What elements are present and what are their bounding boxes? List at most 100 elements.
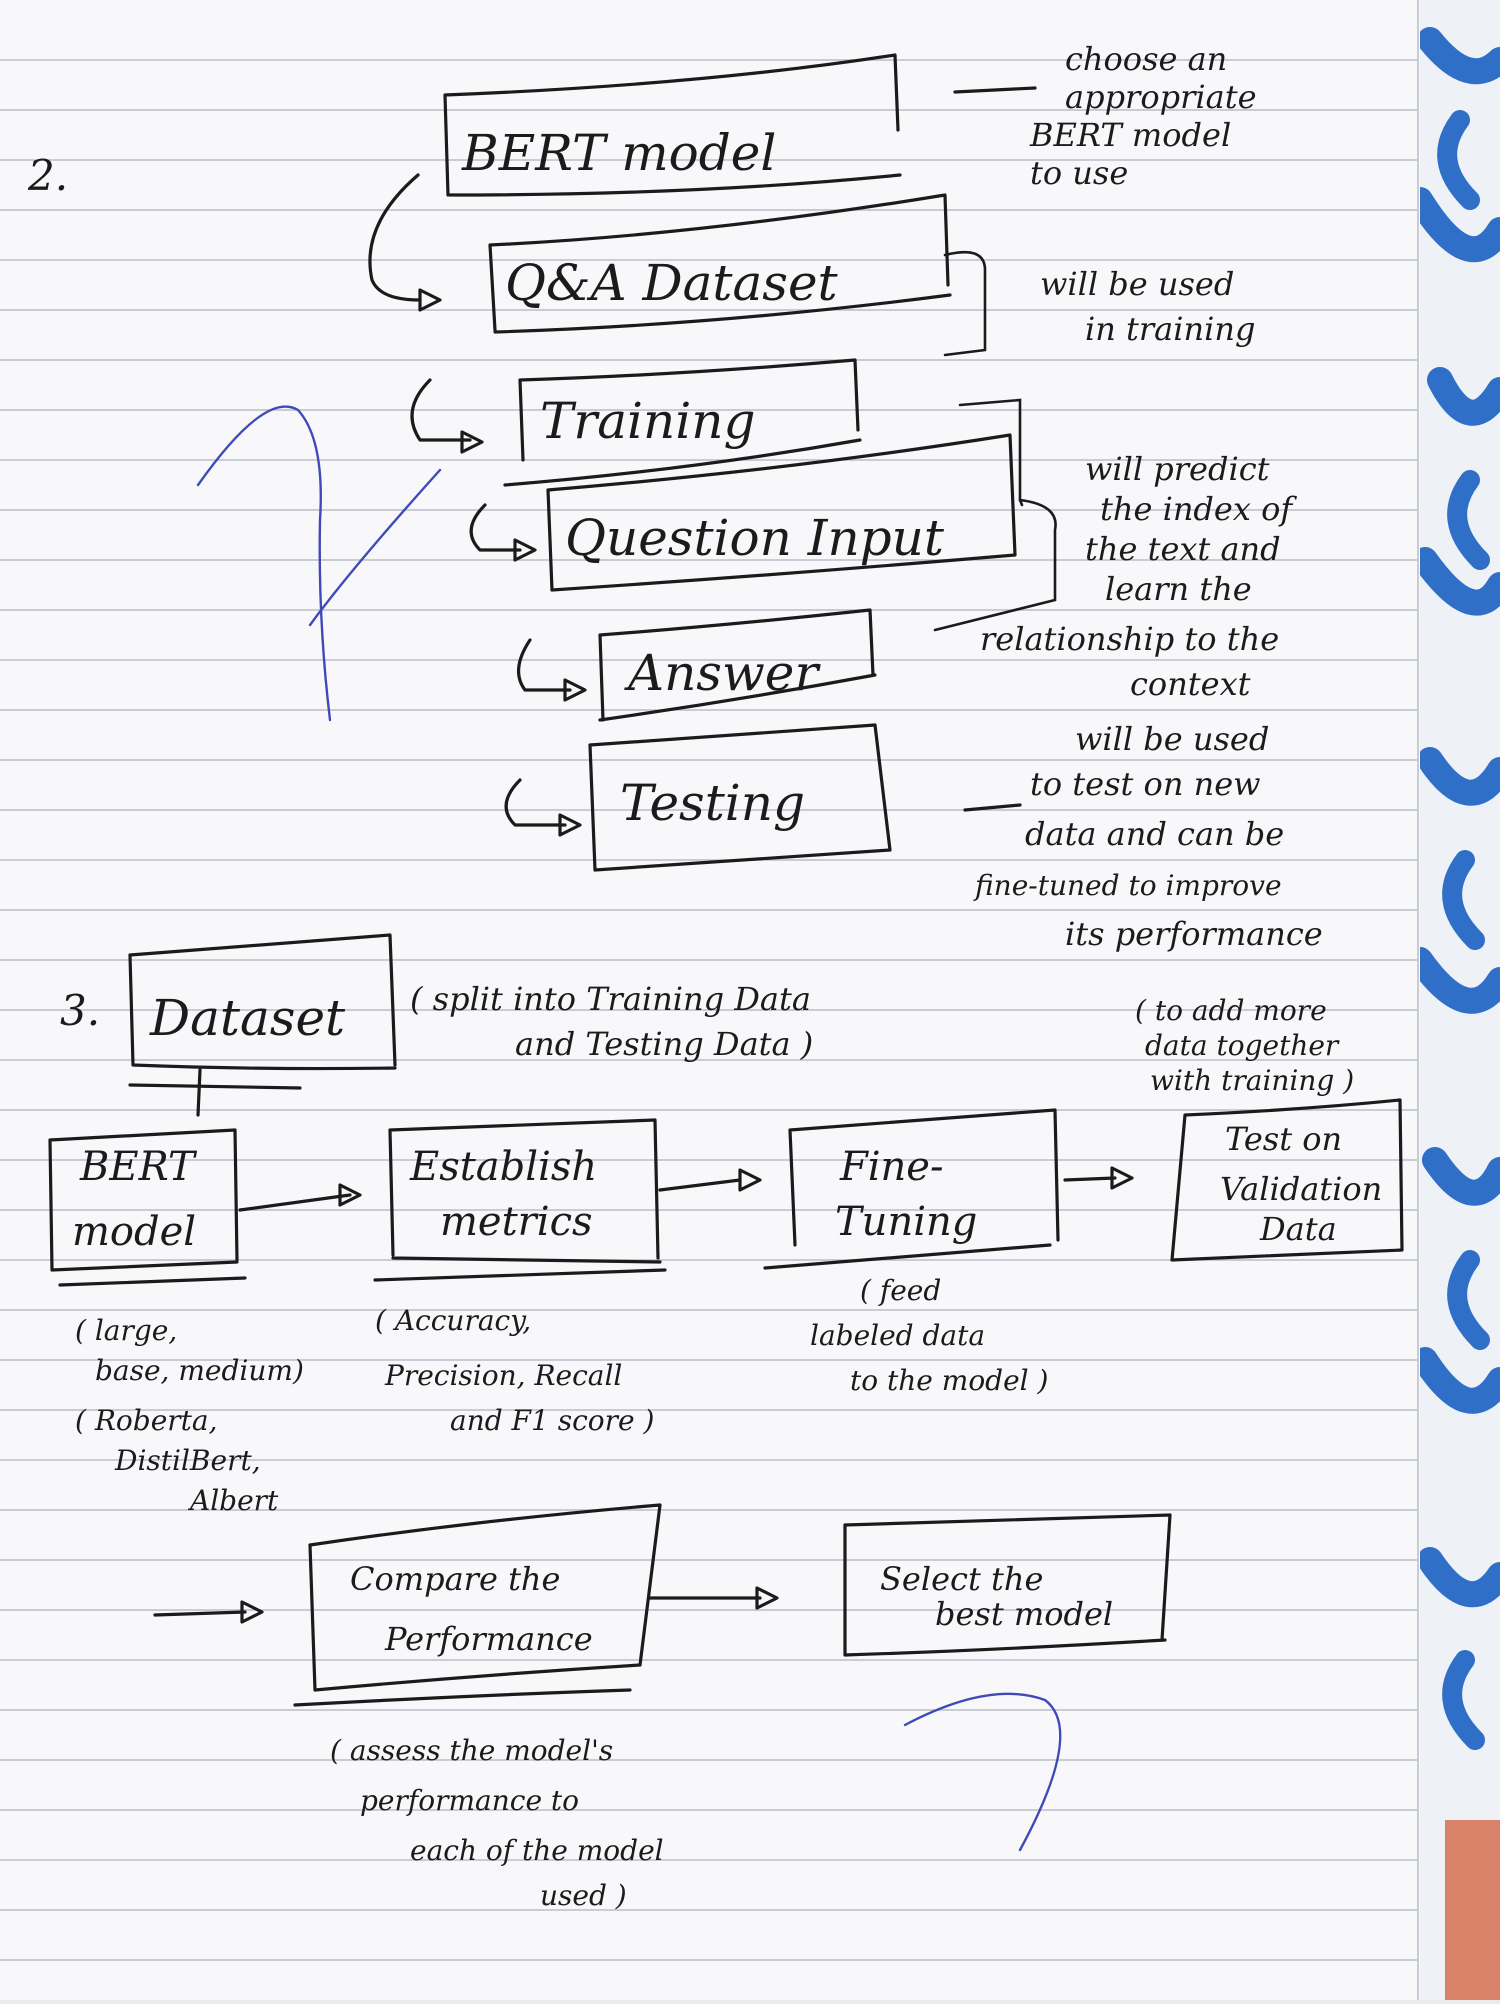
svg-text:Establish: Establish [409,1144,597,1190]
svg-text:( split into Training Data: ( split into Training Data [410,980,811,1018]
svg-text:BERT: BERT [79,1144,198,1190]
pipeline-box-establish-metrics: Establish metrics [373,1118,667,1282]
svg-text:performance to: performance to [360,1784,579,1817]
arrow-head [513,538,537,562]
step-box-training: Training [503,358,862,487]
svg-text:( Roberta,: ( Roberta, [75,1404,218,1437]
svg-text:will be used: will be used [1040,265,1234,303]
note-used-in-training: will be used in training [1040,265,1255,348]
svg-text:its performance: its performance [1065,915,1323,953]
svg-text:Compare the: Compare the [350,1560,560,1598]
svg-text:and Testing Data ): and Testing Data ) [515,1025,813,1063]
step-label: Training [540,392,755,450]
svg-text:learn the: learn the [1105,570,1252,608]
svg-text:with training ): with training ) [1150,1064,1354,1097]
svg-text:Validation: Validation [1220,1170,1382,1208]
svg-text:( assess the model's: ( assess the model's [330,1734,613,1767]
pipeline-arrows [238,1166,1134,1212]
svg-text:base, medium): base, medium) [95,1354,304,1387]
svg-text:the text and: the text and [1085,530,1281,568]
arrow-head [755,1586,779,1610]
step-box-answer: Answer [598,608,877,722]
svg-text:will be used: will be used [1075,720,1269,758]
note-predict-index: will predict the index of the text and l… [980,450,1297,703]
step-box-bert-model: BERT model [443,53,902,197]
svg-text:model: model [72,1209,196,1255]
note-bert-variants: ( large, base, medium) ( Roberta, Distil… [75,1314,304,1517]
svg-text:to test on new: to test on new [1030,765,1261,803]
blue-pen-stroke [196,405,332,722]
pipeline-box-fine-tuning: Fine- Tuning [763,1108,1060,1270]
svg-text:will predict: will predict [1085,450,1270,488]
step-label: Answer [624,644,821,702]
arrow-head [558,813,582,837]
svg-text:( large,: ( large, [75,1314,177,1347]
step-label: BERT model [461,124,776,182]
svg-text:Data: Data [1259,1210,1337,1248]
svg-text:used ): used ) [540,1879,627,1912]
section-3-number: 3. [60,986,100,1035]
flow-arrows [368,86,1057,837]
svg-text:fine-tuned to improve: fine-tuned to improve [973,869,1282,902]
svg-text:to the model ): to the model ) [850,1364,1048,1397]
svg-text:context: context [1130,665,1251,703]
svg-text:metrics: metrics [440,1199,593,1245]
step-box-question-input: Question Input [546,433,1017,592]
pipeline-box-test-validation: Test on Validation Data [1170,1098,1404,1262]
svg-text:labeled data: labeled data [810,1319,985,1352]
step-label: Testing [620,774,805,832]
svg-text:Fine-: Fine- [839,1144,944,1190]
svg-text:choose an: choose an [1065,40,1227,78]
note-choose-bert: choose an appropriate BERT model to use [1029,40,1257,192]
svg-text:BERT model: BERT model [1029,116,1231,154]
box-select-best-model: Select the best model [843,1513,1172,1657]
svg-text:the index of: the index of [1100,490,1297,528]
svg-text:data and can be: data and can be [1025,815,1284,853]
svg-text:( Accuracy,: ( Accuracy, [375,1304,531,1337]
section-2-number: 2. [27,151,68,200]
svg-text:Select the: Select the [880,1560,1043,1598]
svg-text:in training: in training [1085,310,1255,348]
svg-text:relationship to the: relationship to the [980,620,1279,658]
svg-text:( to add more: ( to add more [1135,994,1327,1027]
arrow-head [460,430,484,454]
note-add-more-data: ( to add more data together with trainin… [1135,994,1354,1097]
svg-text:appropriate: appropriate [1065,78,1257,116]
step-box-testing: Testing [588,723,892,872]
note-feed-labeled-data: ( feed labeled data to the model ) [810,1274,1048,1397]
blue-pen-stroke [308,468,442,627]
svg-text:data together: data together [1145,1029,1340,1062]
svg-text:Test on: Test on [1225,1120,1342,1158]
svg-text:( feed: ( feed [860,1274,941,1307]
svg-text:each of the model: each of the model [410,1834,664,1867]
svg-text:Albert: Albert [187,1484,279,1517]
pipeline-box-bert-model: BERT model [48,1128,247,1287]
arrow-head [563,678,587,702]
connector [128,1083,302,1090]
note-metrics-list: ( Accuracy, Precision, Recall and F1 sco… [375,1304,654,1437]
box-compare-performance: Compare the Performance [293,1503,662,1707]
svg-text:Precision, Recall: Precision, Recall [384,1359,622,1392]
svg-text:best model: best model [935,1595,1113,1633]
step-label: Q&A Dataset [505,254,839,312]
svg-text:and F1 score ): and F1 score ) [450,1404,654,1437]
box-label: Dataset [149,989,346,1047]
blue-pen-stroke [903,1692,1062,1852]
note-assess-performance: ( assess the model's performance to each… [330,1734,664,1912]
svg-text:to use: to use [1030,154,1128,192]
arrow-head [240,1600,264,1624]
arrow-to-compare [153,1610,247,1617]
box-dataset: Dataset [128,933,397,1071]
note-test-new-data: will be used to test on new data and can… [973,720,1323,953]
connector [196,1068,202,1117]
step-box-qa-dataset: Q&A Dataset [488,193,952,334]
note-dataset-split: ( split into Training Data and Testing D… [410,980,813,1063]
step-label: Question Input [565,509,945,567]
svg-text:Performance: Performance [384,1620,593,1658]
svg-text:Tuning: Tuning [835,1199,977,1245]
svg-text:DistilBert,: DistilBert, [114,1444,261,1477]
arrow-head [418,288,442,312]
notebook-sheet [0,0,1420,2000]
